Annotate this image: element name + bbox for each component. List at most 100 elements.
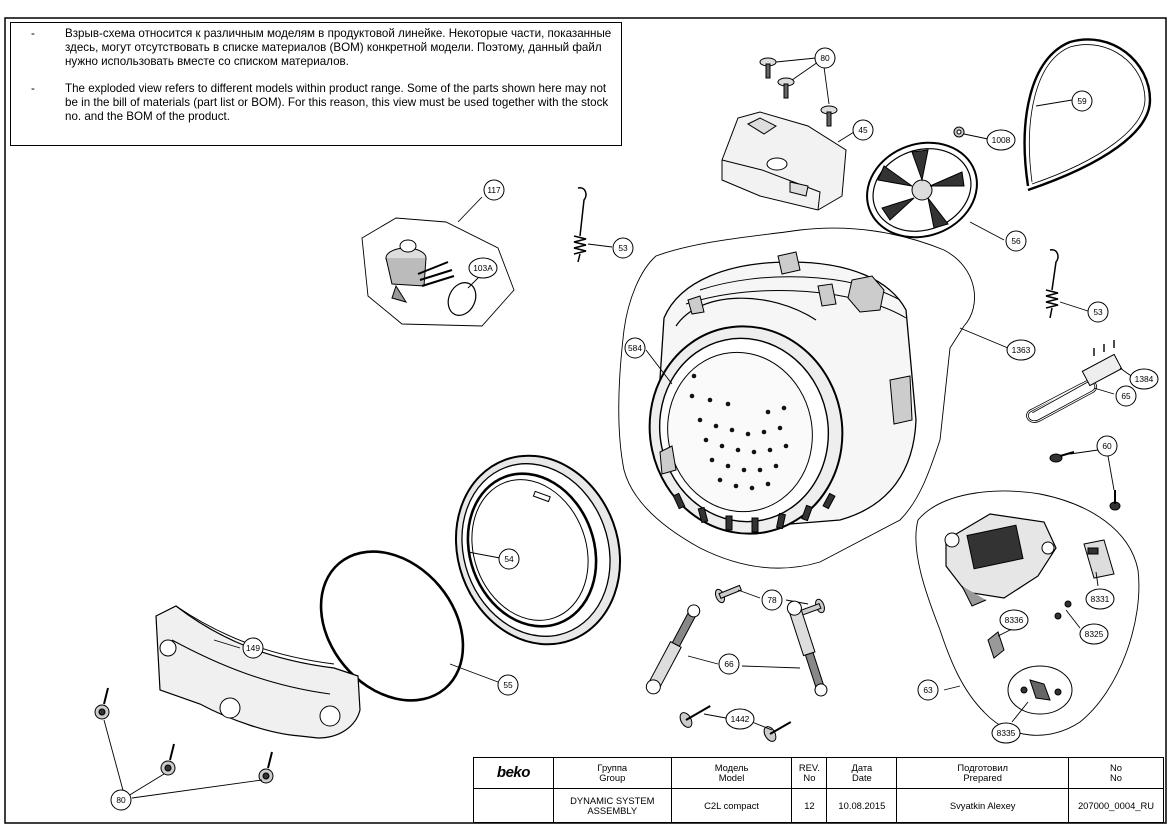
note-en-dash: -	[31, 82, 35, 95]
part-63-motor	[944, 513, 1057, 607]
callout-label-1363: 1363	[1012, 345, 1031, 355]
part-149-counterweight	[155, 605, 361, 739]
group-header-en: Group	[599, 772, 626, 783]
callout-55	[497, 674, 519, 696]
callout-45	[852, 119, 874, 141]
drum-holes	[689, 373, 789, 491]
callout-label-45: 45	[858, 125, 868, 135]
group-value-line-2: ASSEMBLY	[587, 804, 638, 816]
callout-117	[483, 179, 505, 201]
part-55-clamp-ring	[319, 550, 465, 702]
part-66-shock-absorbers	[645, 600, 828, 697]
callout-label-149: 149	[246, 643, 260, 653]
callout-78	[761, 589, 783, 611]
callout-label-78: 78	[767, 595, 777, 605]
part-54-door-seal	[454, 454, 622, 646]
callout-1008	[986, 129, 1016, 151]
part-8335-brush	[1007, 665, 1073, 715]
callout-1442	[725, 708, 755, 730]
group-value: DYNAMIC SYSTEM ASSEMBLY	[552, 788, 672, 823]
part-8325-screw	[1054, 600, 1072, 620]
callout-label-1442: 1442	[731, 714, 750, 724]
group-header: Группа Group	[552, 757, 672, 789]
part-1442-studs	[679, 705, 792, 742]
number-header-ru: No	[1110, 762, 1122, 773]
model-header: Модель Model	[670, 757, 793, 789]
part-78-pins	[714, 584, 825, 617]
callout-53-right	[1087, 301, 1109, 323]
part-65-heater	[1026, 340, 1123, 423]
number-header: No No	[1068, 757, 1164, 789]
callout-1363	[1006, 339, 1036, 361]
part-63-motor-group	[915, 490, 1140, 736]
callout-80-bottom	[110, 789, 132, 811]
callout-labels: 80 45 59 1008 117 103A 53 56 53 584 1363…	[116, 53, 1153, 805]
prepared-header: Подготовил Prepared	[896, 757, 1069, 789]
callout-label-53-left: 53	[618, 243, 628, 253]
rev-header: REV. No	[791, 757, 828, 789]
callout-8331	[1085, 588, 1115, 610]
callout-label-63: 63	[923, 685, 933, 695]
part-1008-nut	[953, 126, 965, 138]
callout-label-80-bottom: 80	[116, 795, 126, 805]
callout-label-103a: 103A	[473, 263, 493, 273]
prepared-header-ru: Подготовил	[957, 762, 1008, 773]
callout-label-117: 117	[487, 185, 501, 195]
callout-label-584: 584	[628, 343, 642, 353]
prepared-header-en: Prepared	[963, 772, 1002, 783]
callout-1384	[1129, 368, 1159, 390]
model-value: C2L compact	[670, 788, 793, 823]
callout-8335	[991, 722, 1021, 744]
callout-149	[242, 637, 264, 659]
part-8336-clip	[987, 631, 1005, 659]
tub-fittings	[659, 251, 913, 475]
note-en-text: The exploded view refers to different mo…	[65, 82, 609, 123]
part-103a-seal	[447, 282, 477, 316]
callout-label-8336: 8336	[1005, 615, 1024, 625]
callout-60	[1096, 435, 1118, 457]
rev-header-en: No	[803, 772, 816, 783]
group-value-line-1: DYNAMIC SYSTEM	[570, 794, 655, 806]
blank-cell	[473, 788, 554, 823]
callout-53-left	[612, 237, 634, 259]
document-number-value: 207000_0004_RU	[1068, 788, 1164, 823]
callout-label-60: 60	[1102, 441, 1112, 451]
model-header-en: Model	[718, 772, 745, 783]
part-80-bottom-screws	[94, 687, 274, 784]
callout-56	[1005, 230, 1027, 252]
callout-label-1008: 1008	[992, 135, 1011, 145]
part-45-bracket	[721, 111, 847, 211]
part-59-belt	[1023, 38, 1152, 192]
callout-label-53-right: 53	[1093, 307, 1103, 317]
callout-label-8325: 8325	[1085, 629, 1104, 639]
part-8331-connector	[1083, 539, 1115, 579]
title-block: beko Группа Group Модель Model REV. No Д…	[473, 757, 1164, 823]
part-tub-assembly	[648, 251, 917, 535]
prepared-value: Svyatkin Alexey	[896, 788, 1069, 823]
callout-label-65: 65	[1121, 391, 1131, 401]
callout-bubbles	[110, 47, 1159, 811]
callout-54	[498, 548, 520, 570]
tub-ribs	[672, 492, 836, 533]
date-header-ru: Дата	[851, 762, 873, 773]
date-header-en: Date	[851, 772, 872, 783]
callout-label-66: 66	[724, 659, 734, 669]
note-ru-dash: -	[31, 27, 35, 40]
callout-label-55: 55	[503, 680, 513, 690]
part-117-pump	[385, 239, 455, 303]
part-53-spring-right	[1045, 249, 1059, 319]
brand-logo-cell: beko	[473, 757, 554, 789]
group-header-ru: Группа	[597, 762, 628, 773]
note-ru-text: Взрыв-схема относится к различным моделя…	[65, 27, 612, 68]
leaders-80-top	[775, 57, 830, 105]
callout-label-56: 56	[1011, 236, 1021, 246]
date-header: Дата Date	[826, 757, 898, 789]
callout-59	[1071, 90, 1093, 112]
callout-66	[718, 653, 740, 675]
callout-65	[1115, 385, 1137, 407]
model-header-ru: Модель	[714, 762, 749, 773]
callout-8336	[999, 609, 1029, 631]
part-117-pump-group	[361, 217, 515, 327]
